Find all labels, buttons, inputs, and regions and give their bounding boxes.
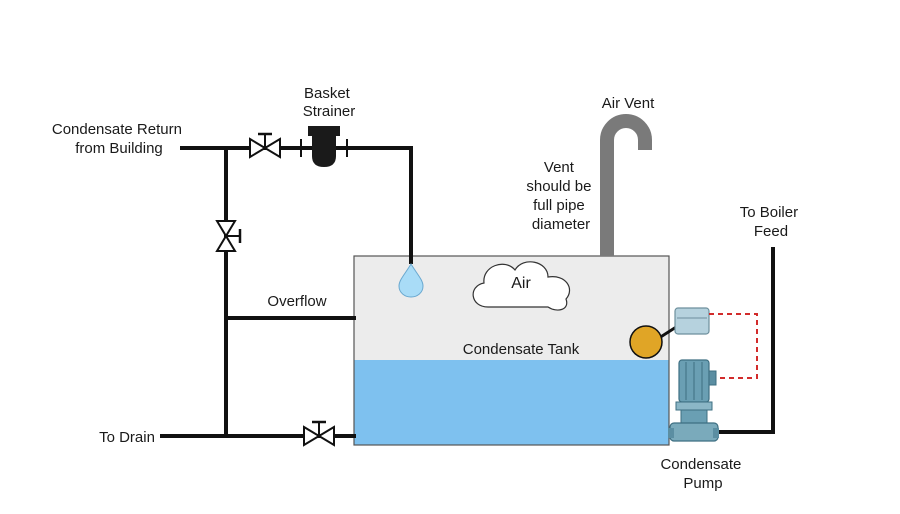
air-vent-label: Air Vent xyxy=(602,95,655,112)
basket-strainer-icon xyxy=(300,126,348,167)
boiler-feed-pipe xyxy=(714,247,775,434)
return-valve-icon xyxy=(249,132,281,159)
return-pipe xyxy=(180,146,413,264)
tank-outline xyxy=(353,255,670,446)
basket-strainer-label: Basket Strainer xyxy=(303,85,356,120)
to-boiler-feed-label: To Boiler Feed xyxy=(740,204,803,240)
drain-valve-icon xyxy=(303,420,335,447)
condensate-tank-label: Condensate Tank xyxy=(463,341,580,358)
water-drop-icon xyxy=(398,263,424,298)
condensate-pump-label: Condensate Pump xyxy=(660,456,745,492)
air-label: Air xyxy=(511,275,531,292)
tank-water xyxy=(354,360,669,445)
vent-note-label: Vent should be full pipe diameter xyxy=(526,159,595,233)
bypass-valve-icon xyxy=(215,220,242,252)
overflow-label: Overflow xyxy=(267,293,326,310)
float-switch-box-icon xyxy=(674,307,710,335)
air-vent-pipe xyxy=(600,114,652,256)
float-ball-icon xyxy=(629,325,663,359)
air-cloud-icon xyxy=(472,261,571,311)
to-drain-label: To Drain xyxy=(99,429,155,446)
float-switch xyxy=(629,307,710,359)
condensate-pump-icon xyxy=(668,359,719,442)
control-wire xyxy=(709,313,758,379)
condensate-return-label: Condensate Return from Building xyxy=(52,121,186,157)
